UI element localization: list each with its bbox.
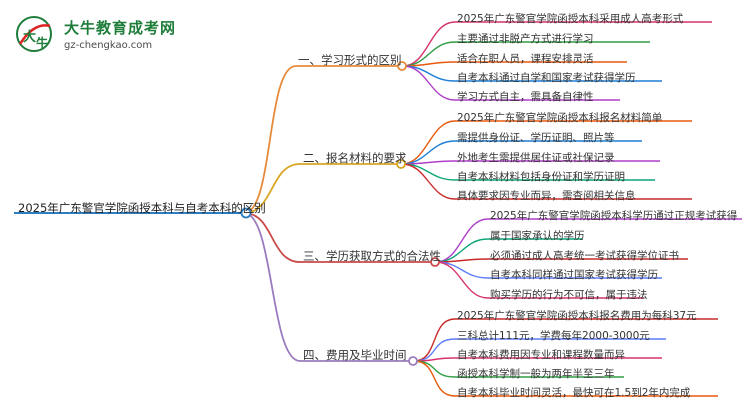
branch-2-leaf-5-connector	[401, 163, 456, 200]
branch-3-leaf-4-connector	[435, 261, 489, 279]
branch-4-leaf-5-connector	[413, 360, 456, 397]
leaf-1-3: 适合在职人员，课程安排灵活	[457, 53, 594, 65]
leaf-2-4: 自考本科材料包括身份证和学历证明	[457, 171, 625, 183]
branch-2-label: 二、报名材料的要求	[303, 151, 407, 165]
root-to-branch-4-connector	[243, 212, 301, 362]
leaf-2-5: 具体要求因专业而异，需查阅相关信息	[457, 190, 636, 202]
leaf-4-2: 三科总计111元，学费每年2000-3000元	[457, 330, 650, 342]
leaf-1-4: 自考本科通过自学和国家考试获得学历	[457, 72, 636, 84]
site-logo[interactable]: 大 牛 大牛教育成考网 gz-chengkao.com	[14, 14, 176, 54]
branch-1-leaf-4-connector	[402, 65, 456, 82]
leaf-4-5: 自考本科毕业时间灵活，最快可在1.5到2年内完成	[457, 387, 691, 399]
leaf-1-5: 学习方式自主，需具备自律性	[457, 91, 594, 103]
leaf-3-3: 必须通过成人高考统一考试获得学位证书	[490, 250, 679, 262]
leaf-2-1: 2025年广东警官学院函授本科报名材料简单	[457, 112, 663, 124]
branch-2-node-dot	[396, 159, 406, 169]
branch-2-leaf-4-connector	[401, 163, 456, 181]
leaf-3-4: 自考本科同样通过国家考试获得学历	[490, 269, 658, 281]
root-to-branch-3-connector	[243, 212, 301, 263]
branch-4-node-dot	[408, 356, 418, 366]
svg-text:牛: 牛	[36, 35, 48, 50]
leaf-1-2: 主要通过非脱产方式进行学习	[457, 33, 594, 45]
leaf-2-2: 需提供身份证、学历证明、照片等	[457, 132, 615, 144]
branch-3-leaf-5-connector	[435, 261, 489, 299]
leaf-1-1: 2025年广东警官学院函授本科采用成人高考形式	[457, 13, 684, 25]
root-to-branch-2-connector	[243, 163, 301, 214]
branch-3-label: 三、学历获取方式的合法性	[303, 249, 441, 263]
root-node-dot	[240, 207, 252, 219]
leaf-4-4: 函授本科学制一般为两年半至三年	[457, 368, 615, 380]
branch-4-label: 四、费用及毕业时间	[303, 348, 407, 362]
logo-url: gz-chengkao.com	[64, 40, 153, 51]
root-to-branch-1-connector	[243, 65, 297, 214]
logo-mark-icon: 大 牛	[14, 14, 58, 54]
branch-4-leaf-4-connector	[413, 360, 456, 378]
branch-1-node-dot	[397, 61, 407, 71]
branch-1-label: 一、学习形式的区别	[298, 53, 402, 67]
leaf-4-3: 自考本科费用因专业和课程数量而异	[457, 349, 625, 361]
leaf-3-5: 购买学历的行为不可信，属于违法	[490, 289, 648, 301]
logo-title: 大牛教育成考网	[64, 19, 177, 37]
leaf-4-1: 2025年广东警官学院函授本科报名费用为每科37元	[457, 310, 697, 322]
branch-1-leaf-5-connector	[402, 65, 456, 101]
branch-1-leaf-1-connector	[402, 21, 456, 67]
branch-3-node-dot	[430, 257, 440, 267]
leaf-3-2: 属于国家承认的学历	[490, 230, 585, 242]
svg-text:大: 大	[23, 29, 36, 45]
root-node-label: 2025年广东警官学院函授本科与自考本科的区别	[18, 201, 266, 215]
leaf-3-1: 2025年广东警官学院函授本科学历通过正规考试获得	[490, 210, 738, 222]
leaf-2-3: 外地考生需提供居住证或社保记录	[457, 152, 615, 164]
